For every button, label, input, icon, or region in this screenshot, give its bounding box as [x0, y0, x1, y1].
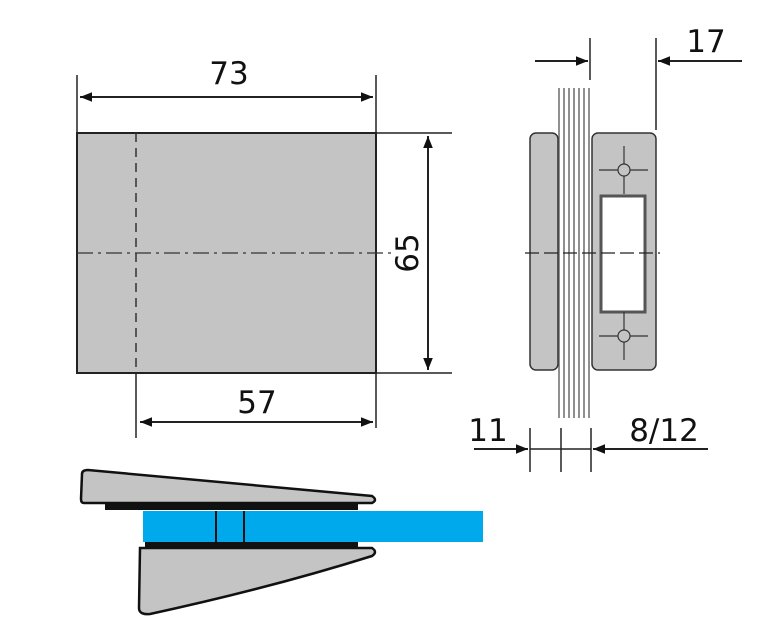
- slot-opening: [599, 194, 647, 314]
- depth-label: 17: [686, 24, 725, 60]
- left-clamp-plate: [529, 132, 559, 371]
- upper-gasket: [105, 504, 358, 510]
- glass-thickness-label: 8/12: [629, 413, 699, 449]
- width-label: 73: [209, 56, 248, 92]
- section-view: [79, 468, 483, 616]
- glass-panel: [143, 511, 483, 542]
- height-label: 65: [390, 233, 426, 272]
- front-view: [76, 75, 452, 438]
- lower-gasket: [145, 542, 358, 548]
- glass-gap-label: 11: [468, 413, 507, 449]
- side-view: [474, 38, 742, 472]
- hole-offset-label: 57: [237, 385, 276, 421]
- lower-clamp-body: [137, 546, 377, 616]
- screw-hole-top: [599, 146, 648, 194]
- upper-clamp-body: [79, 468, 377, 505]
- screw-hole-bottom: [599, 312, 648, 360]
